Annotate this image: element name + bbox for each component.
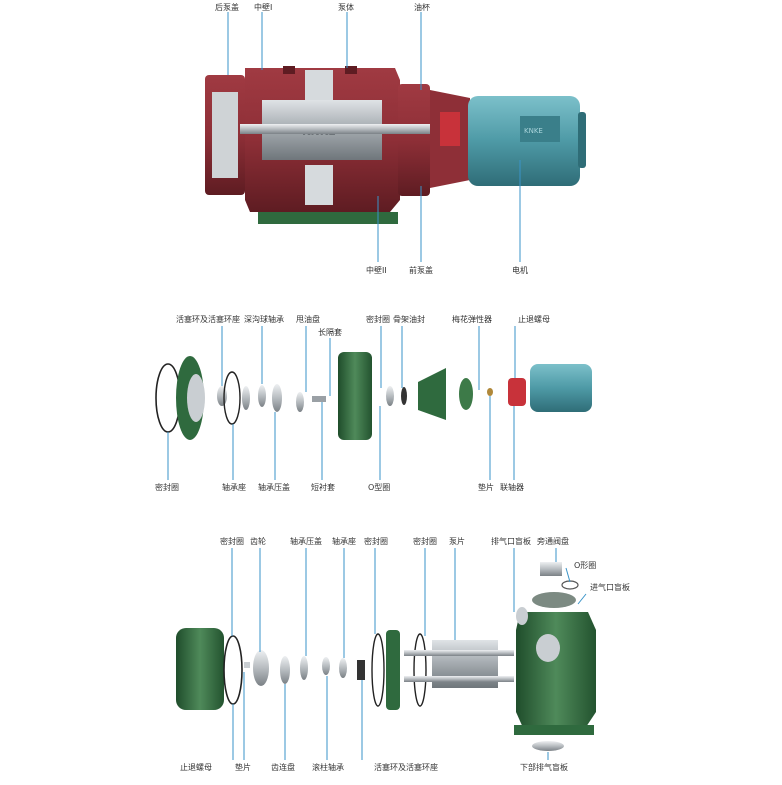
label-blade: 泵片	[449, 536, 465, 546]
label-bearing-seat: 轴承座	[222, 482, 246, 492]
exploded-drive-side: 活塞环及活塞环座 深沟球轴承 甩油盘 长隔套 密封圈 骨架油封 梅花弹性器 止退…	[155, 314, 592, 492]
lower-exhaust-blind-part	[532, 741, 564, 751]
label-mid-wall-2: 中壁II	[366, 265, 387, 275]
label-pump-body: 泵体	[338, 2, 354, 12]
stop-nut-b-part	[244, 662, 250, 668]
label-motor: 电机	[512, 265, 528, 275]
label-rear-cover: 后泵盖	[215, 2, 239, 12]
piston-ring-part	[217, 386, 227, 406]
label-skeleton-oil-seal: 骨架油封	[393, 314, 425, 324]
seal-ring-c-part	[223, 635, 243, 705]
bearing-seat-part	[242, 386, 250, 410]
casing-foot	[514, 725, 594, 735]
label-o-ring: O型圈	[368, 483, 390, 492]
inlet-port	[305, 70, 333, 100]
label-o-ring-b: O形圈	[574, 561, 596, 570]
coupling-part	[440, 112, 460, 146]
motor-plate	[520, 116, 560, 142]
front-cover-part	[398, 84, 430, 196]
shaft-part	[240, 124, 470, 134]
plum-coupling-part	[459, 378, 473, 410]
label-oil-cup: 油杯	[414, 2, 430, 12]
label-exhaust-blind: 排气口盲板	[491, 536, 531, 546]
piston-ring-b-part	[357, 660, 365, 680]
label-deep-groove-bearing: 深沟球轴承	[244, 314, 284, 324]
gear-disc-part	[280, 656, 290, 684]
assembled-pump: KNKE KNKE 后泵盖 中壁I 泵体 油杯 中壁II 前泵盖 电机	[205, 2, 586, 275]
label-coupling: 联轴器	[500, 482, 524, 492]
label-bearing-seat-b: 轴承座	[332, 536, 356, 546]
outlet-port	[305, 165, 333, 205]
gear-part	[253, 650, 269, 686]
label-lower-exhaust-blind: 下部排气盲板	[520, 762, 568, 772]
label-bearing-cover-b: 轴承压盖	[290, 536, 322, 546]
exhaust-blind-part	[516, 607, 528, 625]
label-piston-ring-b: 活塞环及活塞环座	[374, 762, 438, 772]
motor-small-part	[530, 364, 592, 412]
label-roller-bearing: 滚柱轴承	[312, 762, 344, 772]
o-ring-part	[401, 387, 407, 405]
oil-seal-part	[386, 386, 394, 406]
label-washer: 垫片	[478, 482, 494, 492]
seal-ring-e-part	[413, 633, 427, 707]
label-seal-ring-b: 密封圈	[155, 482, 179, 492]
coupling-hub-part	[508, 378, 526, 406]
o-ring-b-part	[561, 580, 579, 590]
o-ring-small	[223, 371, 241, 425]
rotor-shaft-b	[404, 676, 514, 682]
bearing-seat-b-part	[339, 658, 347, 678]
rear-gear-part	[212, 92, 238, 178]
label-plum-coupling: 梅花弹性器	[452, 314, 492, 324]
gear-housing-part	[338, 352, 372, 440]
label-mid-wall-1: 中壁I	[254, 2, 272, 12]
gear-case-part	[176, 628, 224, 710]
label-washer-b: 垫片	[235, 762, 251, 772]
bypass-valve-part	[540, 562, 562, 576]
intake-blind-part	[532, 592, 576, 608]
casing-port	[536, 634, 560, 662]
label-gear-disc: 齿连盘	[271, 762, 295, 772]
rotor-shaft-a	[404, 650, 514, 656]
label-seal-ring-c: 密封圈	[220, 536, 244, 546]
label-piston-ring: 活塞环及活塞环座	[176, 314, 240, 324]
label-bypass-valve: 旁通阀盘	[537, 536, 569, 546]
washer-part	[487, 388, 493, 396]
label-long-sleeve: 长隔套	[318, 327, 342, 337]
label-short-sleeve: 短衬套	[311, 482, 335, 492]
seal-ring-d-part	[371, 633, 385, 707]
label-bearing-cover: 轴承压盖	[258, 482, 290, 492]
label-oil-slinger: 甩油盘	[296, 314, 320, 324]
label-front-cover: 前泵盖	[409, 265, 433, 275]
motor-mark: KNKE	[524, 127, 543, 135]
label-seal-ring-e: 密封圈	[413, 536, 437, 546]
label-stop-nut-b: 止退螺母	[180, 762, 212, 772]
label-seal-ring-a: 密封圈	[366, 314, 390, 324]
label-gear: 齿轮	[250, 536, 266, 546]
sleeve-part	[312, 396, 326, 402]
oil-slinger-part	[296, 392, 304, 412]
label-seal-ring-d: 密封圈	[364, 536, 388, 546]
front-bracket-part	[418, 368, 446, 420]
label-stop-nut: 止退螺母	[518, 314, 550, 324]
top-bolt-a	[283, 66, 295, 74]
roller-bearing-part	[322, 657, 330, 675]
exploded-gear-side: 密封圈 齿轮 轴承压盖 轴承座 密封圈 密封圈 泵片 排气口盲板 旁通阀盘 O形…	[176, 536, 630, 772]
base-frame	[258, 212, 398, 224]
pump-casing-part	[516, 612, 596, 730]
mid-plate-part	[386, 630, 400, 710]
motor-endcap	[578, 112, 586, 168]
label-intake-blind: 进气口盲板	[590, 582, 630, 592]
bearing-cover-part	[272, 384, 282, 412]
bearing-cover-b-part	[300, 656, 308, 680]
deep-groove-part	[258, 385, 266, 407]
end-flange-inner	[187, 374, 205, 422]
top-bolt-b	[345, 66, 357, 74]
